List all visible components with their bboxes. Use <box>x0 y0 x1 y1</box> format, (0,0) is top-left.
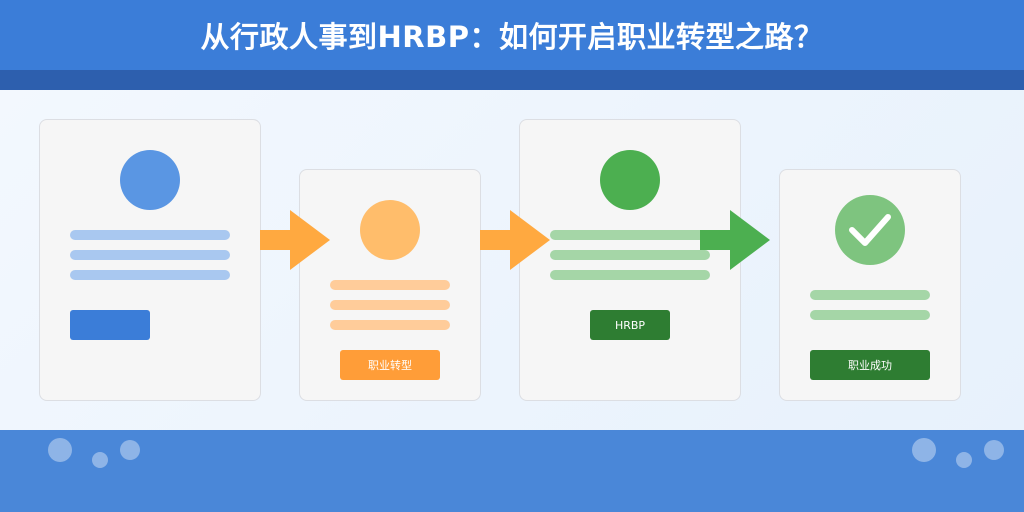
decorative-dot <box>984 440 1004 460</box>
stage-button-hrbp[interactable]: HRBP <box>590 310 670 340</box>
text-line <box>70 250 230 260</box>
text-line <box>810 290 930 300</box>
stage-card-admin <box>39 119 261 401</box>
text-line <box>70 230 230 240</box>
header-bar: 从行政人事到HRBP：如何开启职业转型之路？ <box>0 0 1024 70</box>
stage-card-transition: 职业转型 <box>299 169 481 401</box>
text-line <box>330 320 450 330</box>
checkmark-icon <box>835 195 905 265</box>
footer-bar <box>0 430 1024 512</box>
header-band <box>0 70 1024 90</box>
person-avatar-icon <box>360 200 420 260</box>
decorative-dot <box>92 452 108 468</box>
page-title: 从行政人事到HRBP：如何开启职业转型之路？ <box>200 20 824 54</box>
person-avatar-icon <box>600 150 660 210</box>
stage-card-hrbp: HRBP <box>519 119 741 401</box>
decorative-dot <box>120 440 140 460</box>
decorative-dot <box>956 452 972 468</box>
stage-button-success[interactable]: 职业成功 <box>810 350 930 380</box>
decorative-dot <box>48 438 72 462</box>
text-line <box>810 310 930 320</box>
stage-button-admin[interactable] <box>70 310 150 340</box>
text-line <box>550 230 710 240</box>
text-line <box>330 280 450 290</box>
decorative-dot <box>912 438 936 462</box>
stage-button-transition[interactable]: 职业转型 <box>340 350 440 380</box>
person-avatar-icon <box>120 150 180 210</box>
text-line <box>550 250 710 260</box>
arrow-right-icon <box>700 210 770 270</box>
arrow-right-icon <box>480 210 550 270</box>
text-line <box>70 270 230 280</box>
arrow-right-icon <box>260 210 330 270</box>
stage-card-success: 职业成功 <box>779 169 961 401</box>
text-line <box>330 300 450 310</box>
text-line <box>550 270 710 280</box>
